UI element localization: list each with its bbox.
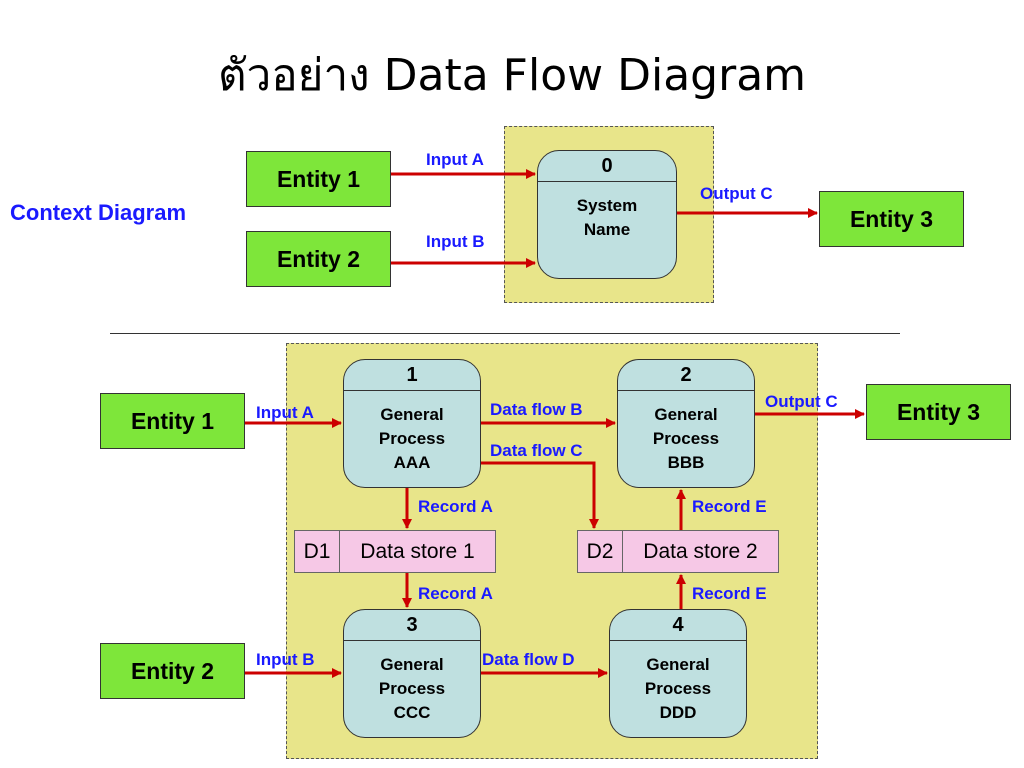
- process-id: 4: [610, 610, 746, 641]
- level1-entity-1: Entity 1: [100, 393, 245, 449]
- process-name-line: System: [576, 196, 638, 215]
- process-name-line: General: [654, 405, 718, 424]
- process-name-line: General: [380, 405, 444, 424]
- process-name-line: DDD: [659, 703, 697, 722]
- process-name-line: CCC: [393, 703, 431, 722]
- process-2: 2 General Process BBB: [617, 359, 755, 488]
- process-name-line: Process: [652, 429, 720, 448]
- flow-label-record-a-bottom: Record A: [418, 584, 493, 603]
- process-name: General Process DDD: [610, 641, 746, 725]
- process-4: 4 General Process DDD: [609, 609, 747, 738]
- context-entity-2: Entity 2: [246, 231, 391, 287]
- flow-label-output-c: Output C: [700, 184, 773, 203]
- process-1: 1 General Process AAA: [343, 359, 481, 488]
- process-name: General Process AAA: [344, 391, 480, 475]
- data-store-d1: D1 Data store 1: [294, 530, 496, 573]
- flow-label-input-a: Input A: [256, 403, 314, 422]
- process-id: 2: [618, 360, 754, 391]
- process-name-line: Name: [583, 220, 631, 239]
- context-entity-1: Entity 1: [246, 151, 391, 207]
- process-name-line: Process: [378, 429, 446, 448]
- flow-label-record-e-top: Record E: [692, 497, 767, 516]
- data-store-id: D1: [295, 531, 340, 572]
- flow-label-record-e-bottom: Record E: [692, 584, 767, 603]
- flow-label-input-a: Input A: [426, 150, 484, 169]
- flow-label-data-flow-b: Data flow B: [490, 400, 583, 419]
- process-name-line: Process: [378, 679, 446, 698]
- process-name: General Process BBB: [618, 391, 754, 475]
- page-title: ตัวอย่าง Data Flow Diagram: [217, 50, 807, 101]
- level1-entity-3: Entity 3: [866, 384, 1011, 440]
- process-name-line: BBB: [667, 453, 705, 472]
- level1-entity-2: Entity 2: [100, 643, 245, 699]
- process-name-line: Process: [644, 679, 712, 698]
- flow-label-input-b: Input B: [256, 650, 315, 669]
- process-id: 0: [538, 151, 676, 182]
- process-name-line: AAA: [393, 453, 431, 472]
- process-name-line: General: [646, 655, 710, 674]
- flow-label-input-b: Input B: [426, 232, 485, 251]
- process-name: System Name: [538, 182, 676, 242]
- process-name: General Process CCC: [344, 641, 480, 725]
- context-entity-3: Entity 3: [819, 191, 964, 247]
- flow-label-data-flow-d: Data flow D: [482, 650, 575, 669]
- flow-label-output-c: Output C: [765, 392, 838, 411]
- flow-label-record-a-top: Record A: [418, 497, 493, 516]
- process-id: 3: [344, 610, 480, 641]
- flow-label-data-flow-c: Data flow C: [490, 441, 583, 460]
- process-id: 1: [344, 360, 480, 391]
- process-3: 3 General Process CCC: [343, 609, 481, 738]
- data-store-d2: D2 Data store 2: [577, 530, 779, 573]
- arrow-data-flow-c: [481, 461, 599, 529]
- process-name-line: General: [380, 655, 444, 674]
- data-store-name: Data store 2: [643, 539, 758, 563]
- context-diagram-label: Context Diagram: [10, 200, 187, 225]
- data-store-id: D2: [578, 531, 623, 572]
- section-divider: [110, 333, 900, 334]
- context-process-0: 0 System Name: [537, 150, 677, 279]
- data-store-name: Data store 1: [360, 539, 475, 563]
